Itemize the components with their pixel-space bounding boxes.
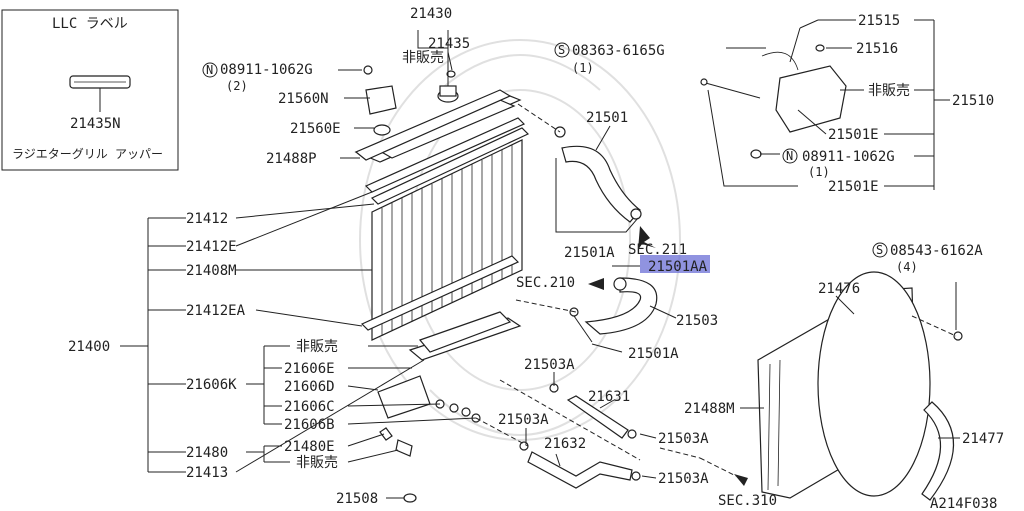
- label-21501A-1[interactable]: 21501A: [564, 245, 615, 261]
- nut-symbol-2: N: [786, 149, 793, 163]
- label-21501E-2[interactable]: 21501E: [828, 179, 879, 195]
- label-21503A-4[interactable]: 21503A: [658, 471, 709, 487]
- label-21606B[interactable]: 21606B: [284, 417, 335, 433]
- part-labels: 21430 21435 非販売 08911-1062G (2) 21560N 2…: [68, 6, 1004, 511]
- reservoir-tank: [700, 44, 847, 159]
- screw-symbol-1: S: [558, 43, 565, 57]
- label-sec210[interactable]: SEC.210: [516, 275, 575, 291]
- diagram-code: A214F038: [930, 496, 997, 511]
- label-21606D[interactable]: 21606D: [284, 379, 335, 395]
- leader-lines: [120, 19, 960, 499]
- label-21412[interactable]: 21412: [186, 211, 228, 227]
- label-21606C[interactable]: 21606C: [284, 399, 335, 415]
- label-21631[interactable]: 21631: [588, 389, 630, 405]
- upper-panel: [354, 89, 512, 161]
- label-21501[interactable]: 21501: [586, 110, 628, 126]
- label-21516[interactable]: 21516: [856, 41, 898, 57]
- label-sec310[interactable]: SEC.310: [718, 493, 777, 509]
- label-21488M[interactable]: 21488M: [684, 401, 735, 417]
- upper-hose: [554, 126, 642, 223]
- label-bolt-08363-qty: (1): [572, 61, 594, 75]
- label-21413[interactable]: 21413: [186, 465, 228, 481]
- label-21501E-1[interactable]: 21501E: [828, 127, 879, 143]
- label-21435[interactable]: 21435: [428, 36, 470, 52]
- label-bolt-08543-qty: (4): [896, 260, 918, 274]
- hose-21631: [549, 383, 637, 439]
- label-21503A-3[interactable]: 21503A: [658, 431, 709, 447]
- label-not-for-sale-2: 非販売: [296, 339, 338, 355]
- label-21510[interactable]: 21510: [952, 93, 994, 109]
- label-21477[interactable]: 21477: [962, 431, 1004, 447]
- circled-symbols: N S N S: [202, 42, 888, 258]
- label-21503[interactable]: 21503: [676, 313, 718, 329]
- arrow-sec310: [734, 474, 748, 486]
- label-21476[interactable]: 21476: [818, 281, 860, 297]
- inset-title: LLC ラベル: [52, 16, 128, 32]
- label-21606E[interactable]: 21606E: [284, 361, 335, 377]
- label-21560E[interactable]: 21560E: [290, 121, 341, 137]
- arrow-sec211: [638, 226, 656, 250]
- label-21501A-2[interactable]: 21501A: [628, 346, 679, 362]
- label-not-for-sale-3: 非販売: [296, 455, 338, 471]
- bracket-21560N: [363, 65, 397, 136]
- oil-cooler-parts: [377, 375, 481, 503]
- inset-caption: ラジエターグリル アッパー: [12, 147, 163, 161]
- fan-shroud: [757, 271, 963, 501]
- label-21412E[interactable]: 21412E: [186, 239, 237, 255]
- label-21515[interactable]: 21515: [858, 13, 900, 29]
- label-sec211[interactable]: SEC.211: [628, 242, 687, 258]
- label-bolt-08911-a-qty: (2): [226, 79, 248, 93]
- screw-symbol-2: S: [876, 243, 883, 257]
- arrows: [588, 226, 748, 486]
- label-not-for-sale-4: 非販売: [868, 83, 910, 99]
- label-21503A-1[interactable]: 21503A: [524, 357, 575, 373]
- label-21480E[interactable]: 21480E: [284, 439, 335, 455]
- inset-llc-label: LLC ラベル 21435N ラジエターグリル アッパー: [1, 9, 179, 171]
- label-bolt-08543[interactable]: 08543-6162A: [890, 243, 983, 259]
- inset-part-number[interactable]: 21435N: [70, 116, 121, 132]
- label-21632[interactable]: 21632: [544, 436, 586, 452]
- radiator-core: [354, 89, 530, 361]
- label-21508[interactable]: 21508: [336, 491, 378, 507]
- label-bolt-08363[interactable]: 08363-6165G: [572, 43, 665, 59]
- label-bolt-08911-a[interactable]: 08911-1062G: [220, 62, 313, 78]
- label-21480[interactable]: 21480: [186, 445, 228, 461]
- label-bolt-08911-b-qty: (1): [808, 165, 830, 179]
- nut-symbol-1: N: [206, 63, 213, 77]
- label-21606K[interactable]: 21606K: [186, 377, 237, 393]
- part-highlight: [640, 255, 710, 273]
- label-21430[interactable]: 21430: [410, 6, 452, 22]
- label-21400[interactable]: 21400: [68, 339, 110, 355]
- label-not-for-sale-1: 非販売: [402, 50, 444, 66]
- label-21503A-2[interactable]: 21503A: [498, 412, 549, 428]
- label-21412EA[interactable]: 21412EA: [186, 303, 246, 319]
- arrow-sec210: [588, 278, 604, 290]
- label-21488P[interactable]: 21488P: [266, 151, 317, 167]
- label-bolt-08911-b[interactable]: 08911-1062G: [802, 149, 895, 165]
- label-21501AA[interactable]: 21501AA: [648, 259, 708, 275]
- label-21560N[interactable]: 21560N: [278, 91, 329, 107]
- label-21408M[interactable]: 21408M: [186, 263, 237, 279]
- lower-hose: [569, 277, 658, 335]
